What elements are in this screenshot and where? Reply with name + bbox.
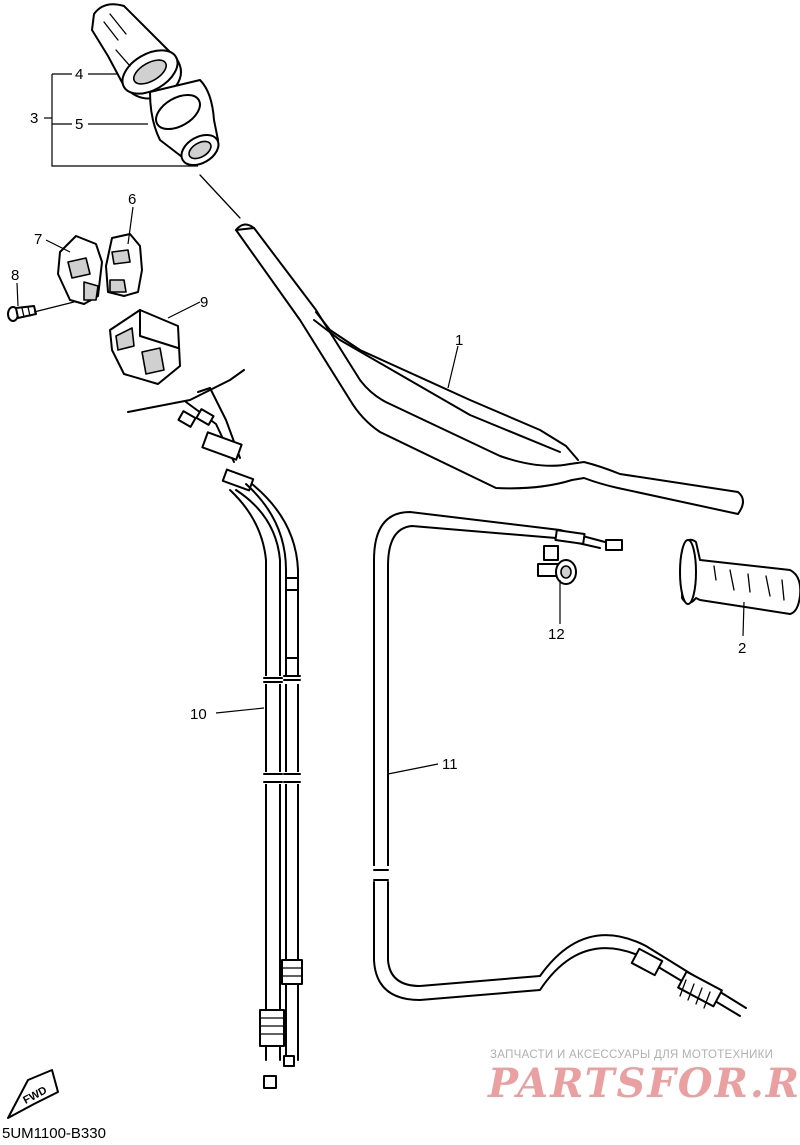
callout-5: 5 xyxy=(75,116,83,133)
callout-6: 6 xyxy=(128,191,136,208)
callout-9: 9 xyxy=(200,294,208,311)
leader-lines xyxy=(16,73,745,775)
screw xyxy=(7,305,37,322)
adjuster-bolt xyxy=(537,545,577,585)
callout-8: 8 xyxy=(11,267,19,284)
callout-2: 2 xyxy=(738,640,746,657)
callout-labels: 1 2 3 4 5 6 7 8 9 10 11 12 xyxy=(11,66,746,773)
callout-7: 7 xyxy=(34,231,42,248)
fwd-arrow: FWD xyxy=(7,1069,59,1119)
throttle-housing-lower xyxy=(105,233,143,297)
callout-10: 10 xyxy=(190,706,207,723)
diagram-code: 5UM1100-B330 xyxy=(2,1125,106,1142)
callout-4: 4 xyxy=(75,66,83,83)
assembly-line xyxy=(199,174,241,219)
watermark-tagline: ЗАПЧАСТИ И АКСЕССУАРЫ ДЛЯ МОТОТЕХНИКИ xyxy=(490,1049,774,1061)
throttle-housing-upper xyxy=(57,235,103,305)
callout-11: 11 xyxy=(442,756,458,773)
watermark-logo: PARTSFOR.RU xyxy=(488,1060,800,1107)
left-grip-assembly xyxy=(91,3,220,167)
clutch-cable xyxy=(368,511,747,1017)
right-grip xyxy=(679,538,800,615)
handlebar xyxy=(235,223,744,515)
callout-1: 1 xyxy=(455,332,463,349)
housing-cover xyxy=(109,309,181,385)
callout-3: 3 xyxy=(30,110,38,127)
callout-12: 12 xyxy=(548,626,565,643)
throttle-cables xyxy=(127,369,304,1089)
